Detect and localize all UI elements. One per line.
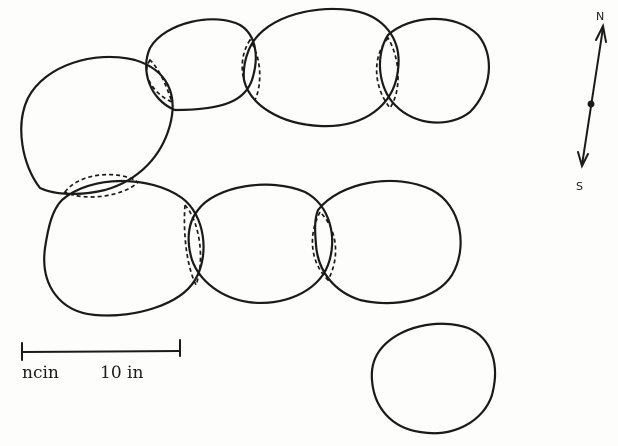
middle-row-stone-1 [43,179,205,317]
compass-center-dot [587,100,595,108]
overlap-dash-top-2 [241,38,261,102]
compass-south-label: S [576,180,583,193]
middle-row-stone-3 [314,179,462,305]
scale-label-left: ncin [22,363,59,383]
north-arrow-shaft [581,27,604,166]
north-arrow-head [595,22,607,43]
scale-label-right: 10 in [100,363,143,383]
middle-row-stone-2 [187,183,334,304]
scale-bar: ncin 10 in [21,339,181,383]
compass-north-label: N [596,10,604,23]
top-row-stone-2 [242,7,400,128]
overlap-dash-top-1 [145,58,174,104]
large-left-stone [20,55,174,196]
overlap-dash-middle-1 [183,202,202,288]
isolated-stone [370,322,496,435]
north-arrow: N S [576,10,607,193]
south-arrow-head [577,151,589,169]
overlap-dash-left [63,173,140,198]
overlap-dash-middle-2 [311,210,337,282]
scale-bar-line [21,350,181,353]
top-row-stone-3 [378,17,490,124]
